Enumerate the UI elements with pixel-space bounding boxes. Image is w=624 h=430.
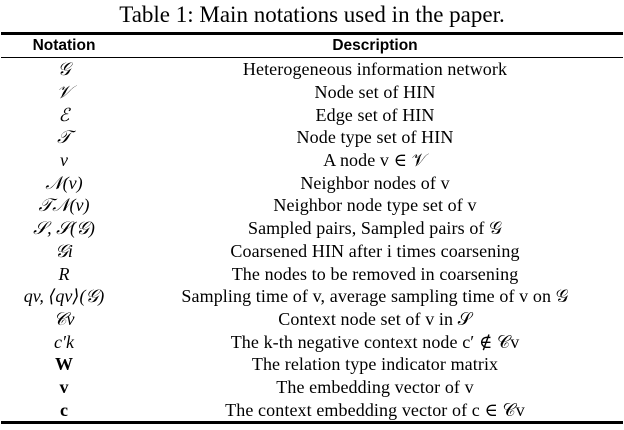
table-row: 𝒱 Node set of HIN <box>1 81 623 104</box>
header-notation: Notation <box>1 32 127 58</box>
table-caption: Table 1: Main notations used in the pape… <box>119 2 505 27</box>
notation-cell: v <box>60 150 68 171</box>
table-row: W The relation type indicator matrix <box>1 353 623 376</box>
description-cell: Heterogeneous information network <box>242 59 508 80</box>
table-row: ℰ Edge set of HIN <box>1 103 623 126</box>
description-cell: A node v ∈ 𝒱 <box>323 150 427 171</box>
table-row: 𝒞v Context node set of v in 𝒮 <box>1 308 623 331</box>
description-cell: Edge set of HIN <box>315 104 435 125</box>
description-cell: Coarsened HIN after i times coarsening <box>230 240 520 261</box>
notation-cell: qv, ⟨qv⟩(𝒢) <box>23 286 105 307</box>
table-row: 𝒢i Coarsened HIN after i times coarsening <box>1 240 623 263</box>
notation-cell: W <box>55 354 73 375</box>
notation-cell: 𝒢i <box>55 240 73 261</box>
notation-cell: ℰ <box>58 104 70 125</box>
notation-cell: 𝒯𝒩(v) <box>38 195 90 216</box>
notation-cell: 𝒢 <box>57 59 71 80</box>
notation-cell: R <box>58 263 70 284</box>
description-cell: The nodes to be removed in coarsening <box>231 263 519 284</box>
description-cell: Sampling time of v, average sampling tim… <box>181 286 569 307</box>
description-cell: Node type set of HIN <box>296 127 454 148</box>
table-row: 𝒯𝒩(v) Neighbor node type set of v <box>1 194 623 217</box>
notation-cell: 𝒱 <box>56 82 72 103</box>
header-row: Notation Description <box>1 32 623 58</box>
description-cell: The embedding vector of v <box>276 376 474 397</box>
table-row: v The embedding vector of v <box>1 376 623 399</box>
notation-cell: 𝒩(v) <box>45 172 83 193</box>
notation-cell: c′k <box>54 331 74 352</box>
table-row: R The nodes to be removed in coarsening <box>1 262 623 285</box>
table-row: 𝒩(v) Neighbor nodes of v <box>1 171 623 194</box>
notation-cell: 𝒯 <box>57 127 71 148</box>
table-row: v A node v ∈ 𝒱 <box>1 149 623 172</box>
notation-cell: 𝒞v <box>53 308 75 329</box>
notation-cell: v <box>59 376 69 397</box>
header-description: Description <box>127 32 623 58</box>
description-cell: The k-th negative context node c′ ∉ 𝒞v <box>230 331 520 352</box>
table-row: c′k The k-th negative context node c′ ∉ 𝒞… <box>1 330 623 353</box>
description-cell: Context node set of v in 𝒮 <box>278 308 472 329</box>
description-cell: Node set of HIN <box>314 82 436 103</box>
table-row: qv, ⟨qv⟩(𝒢) Sampling time of v, average s… <box>1 285 623 308</box>
description-cell: Neighbor nodes of v <box>300 172 450 193</box>
description-cell: Neighbor node type set of v <box>273 195 477 216</box>
notation-table: Notation Description 𝒢 Heterogeneous info… <box>1 32 623 425</box>
table-row: 𝒯 Node type set of HIN <box>1 126 623 149</box>
description-cell: The relation type indicator matrix <box>251 354 499 375</box>
description-cell: The context embedding vector of c ∈ 𝒞v <box>127 398 623 425</box>
table-row: 𝒢 Heterogeneous information network <box>1 58 623 81</box>
notation-cell: 𝒮, 𝒮(𝒢) <box>33 218 95 239</box>
table-row: 𝒮, 𝒮(𝒢) Sampled pairs, Sampled pairs of 𝒢 <box>1 217 623 240</box>
notation-cell: c <box>1 398 127 425</box>
description-cell: Sampled pairs, Sampled pairs of 𝒢 <box>247 218 503 239</box>
